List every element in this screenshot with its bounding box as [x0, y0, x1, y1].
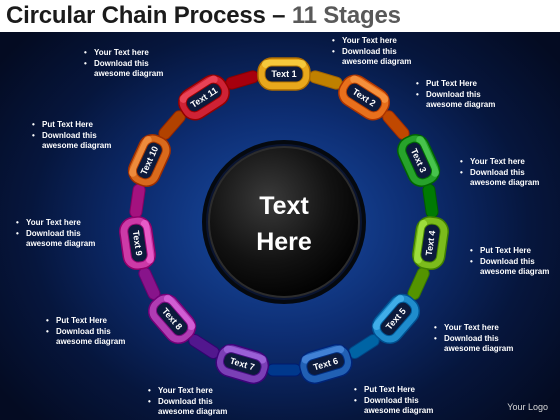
note-3-line3: awesome diagram	[426, 100, 496, 109]
title-main: Circular Chain Process	[6, 2, 266, 29]
note-5: Put Text Here Download this awesome diag…	[466, 246, 549, 278]
note-2: Your Text here Download this awesome dia…	[328, 36, 411, 68]
note-3-line1: Put Text Here	[416, 79, 495, 90]
note-1: Your Text here Download this awesome dia…	[80, 48, 163, 80]
note-5-line2: Download this	[470, 257, 549, 268]
chain-link-3: Text 3	[397, 134, 441, 187]
note-6-line1: Your Text here	[434, 323, 513, 334]
chain-link-2: Text 2	[338, 74, 390, 121]
note-10-line3: awesome diagram	[26, 239, 96, 248]
note-2-line1: Your Text here	[332, 36, 411, 47]
note-7-line3: awesome diagram	[364, 406, 434, 415]
chain-connector-1	[308, 70, 343, 90]
note-3: Put Text Here Download this awesome diag…	[412, 79, 495, 111]
note-11-line1: Put Text Here	[32, 120, 111, 131]
note-4-line3: awesome diagram	[470, 178, 540, 187]
chain-connector-11	[225, 70, 260, 90]
note-11-line2: Download this	[32, 131, 111, 142]
chain-link-7: Text 7	[215, 343, 270, 385]
chain-link-label-4: Text 4	[424, 230, 438, 257]
note-2-line3: awesome diagram	[342, 57, 412, 66]
note-4: Your Text here Download this awesome dia…	[456, 157, 539, 189]
title-stages: 11 Stages	[291, 2, 401, 29]
title-dash: –	[265, 2, 292, 29]
note-8-line2: Download this	[148, 397, 227, 408]
note-5-line1: Put Text Here	[470, 246, 549, 257]
chain-link-label-1: Text 1	[271, 69, 296, 79]
note-6-line2: Download this	[434, 334, 513, 345]
chain-link-8: Text 8	[147, 293, 197, 345]
note-7-line2: Download this	[354, 396, 433, 407]
note-9-line3: awesome diagram	[56, 337, 126, 346]
page-title: Circular Chain Process – 11 Stages	[6, 2, 401, 30]
chain-link-4: Text 4	[412, 216, 449, 271]
note-1-line3: awesome diagram	[94, 69, 164, 78]
note-1-line2: Download this	[84, 59, 163, 70]
note-8: Your Text here Download this awesome dia…	[144, 386, 227, 418]
note-6-line3: awesome diagram	[444, 344, 514, 353]
chain-link-10: Text 10	[127, 134, 171, 187]
center-hub	[208, 146, 360, 298]
chain-connector-9	[129, 183, 146, 219]
note-7: Put Text Here Download this awesome diag…	[350, 385, 433, 417]
note-11-line3: awesome diagram	[42, 141, 112, 150]
note-2-line2: Download this	[332, 47, 411, 58]
note-10: Your Text here Download this awesome dia…	[12, 218, 95, 250]
note-11: Put Text Here Download this awesome diag…	[28, 120, 111, 152]
logo-placeholder: Your Logo	[507, 402, 548, 412]
note-10-line1: Your Text here	[16, 218, 95, 229]
note-8-line1: Your Text here	[148, 386, 227, 397]
note-4-line1: Your Text here	[460, 157, 539, 168]
note-5-line3: awesome diagram	[480, 267, 550, 276]
chain-link-6: Text 6	[298, 343, 353, 385]
chain-link-9: Text 9	[119, 216, 156, 271]
note-6: Your Text here Download this awesome dia…	[430, 323, 513, 355]
note-3-line2: Download this	[416, 90, 495, 101]
note-10-line2: Download this	[16, 229, 95, 240]
center-text-line1: Text	[259, 192, 309, 220]
note-7-line1: Put Text Here	[354, 385, 433, 396]
note-9-line2: Download this	[46, 327, 125, 338]
chain-link-label-9: Text 9	[131, 230, 145, 257]
chain-link-5: Text 5	[371, 293, 421, 345]
note-8-line3: awesome diagram	[158, 407, 228, 416]
center-text-line2: Here	[256, 228, 312, 256]
chain-connector-6	[266, 363, 302, 377]
chain-connector-3	[422, 183, 439, 219]
note-4-line2: Download this	[460, 168, 539, 179]
chain-link-1: Text 1	[257, 57, 311, 91]
note-9-line1: Put Text Here	[46, 316, 125, 327]
chain-link-11: Text 11	[178, 74, 230, 121]
note-9: Put Text Here Download this awesome diag…	[42, 316, 125, 348]
note-1-line1: Your Text here	[84, 48, 163, 59]
center-text: Text Here	[209, 188, 359, 260]
